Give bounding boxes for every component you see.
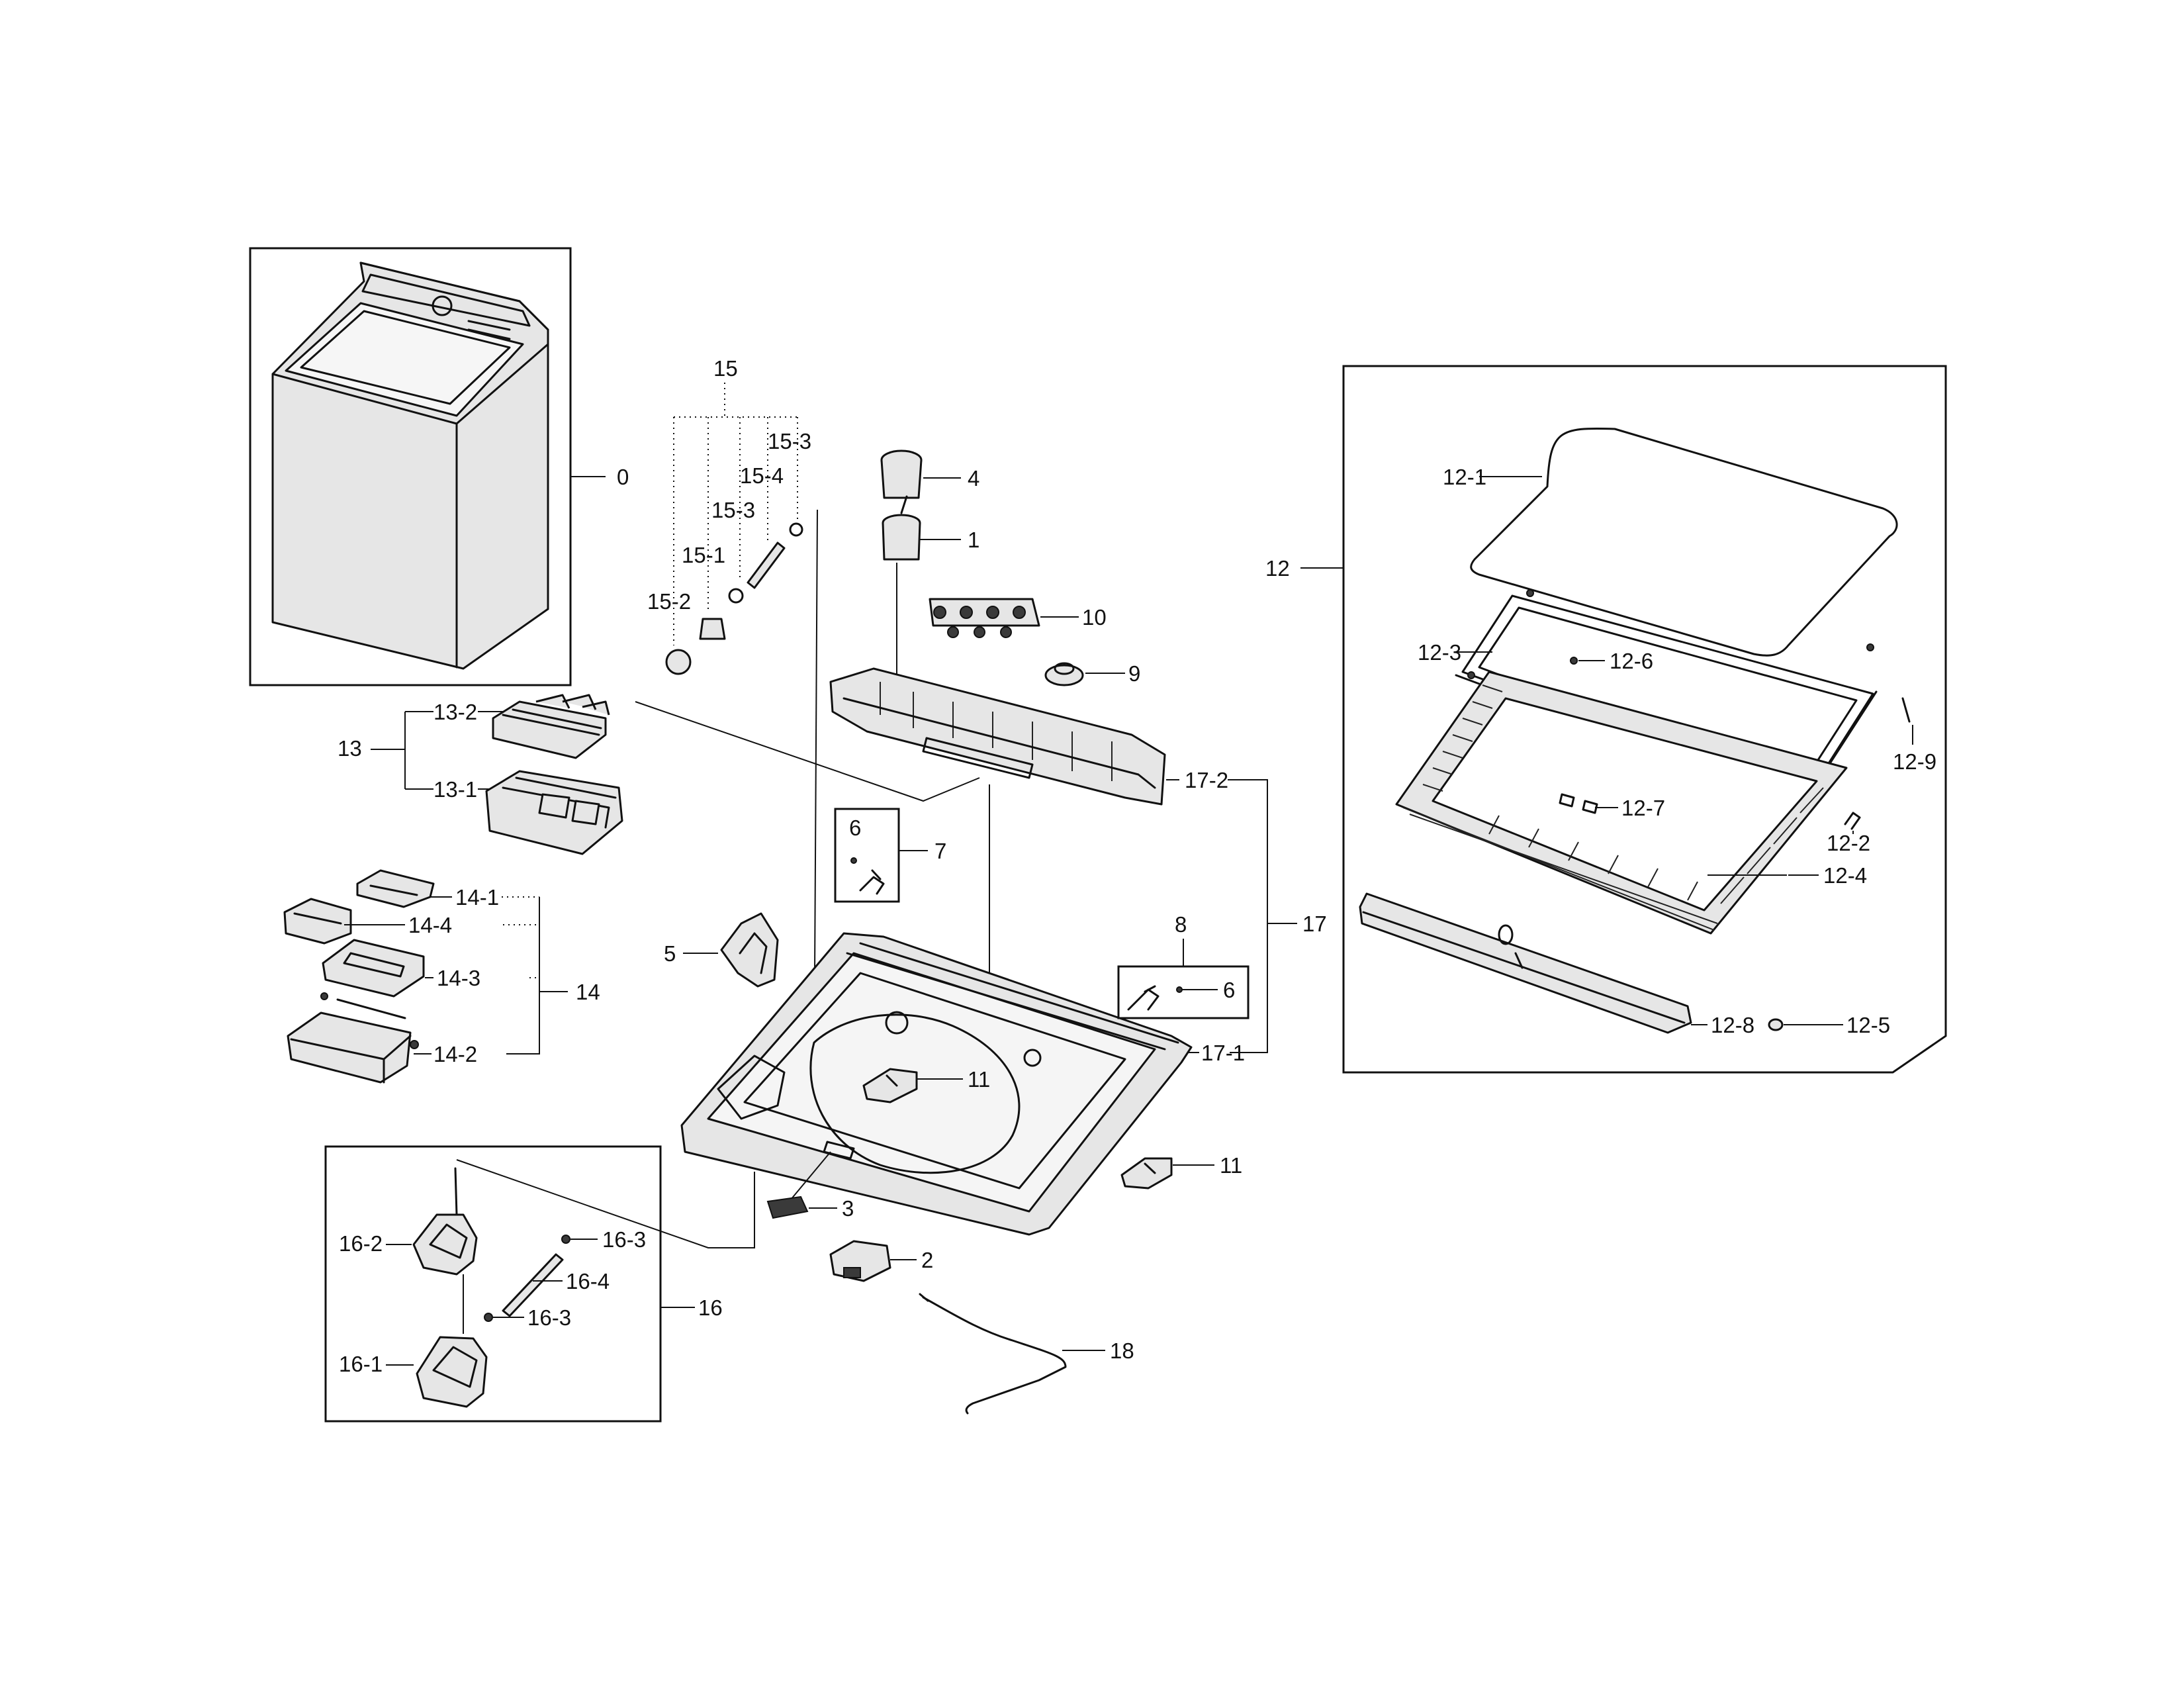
part-2-lid-lock-illustration [829,1240,891,1282]
callout-5: 5 [664,941,676,966]
callout-7: 7 [934,839,946,863]
part-3-latch-illustration [766,1196,809,1219]
part-10-valve-illustration [929,598,1040,638]
part-11-switch-upper-illustration [862,1068,918,1103]
callout-16-4: 16-4 [566,1269,610,1293]
part-5-bleach-cup-illustration [720,912,779,988]
part-12-9-pin [1901,697,1911,723]
part-14-3-tray-illustration [322,939,425,998]
callout-12-7: 12-7 [1621,796,1665,820]
callout-16-3-upper: 16-3 [602,1227,646,1252]
callout-1: 1 [968,528,979,552]
part-12-8-handle-trim-illustration [1359,892,1692,1034]
damper-parts-illustration [665,522,803,675]
callout-8: 8 [1175,912,1187,937]
callout-6-upper: 6 [849,816,861,840]
part-14-1-lid-illustration [356,869,435,908]
callout-9: 9 [1128,661,1140,686]
callout-11-lower: 11 [1220,1153,1242,1178]
callout-12-9: 12-9 [1893,749,1936,774]
part-17-2-control-frame-illustration [829,667,1166,806]
callout-12-3: 12-3 [1418,640,1461,665]
part-17-1-top-cover-illustration [680,932,1193,1236]
part-9-knob-illustration [1044,662,1084,686]
washer-assembly-box [249,247,572,686]
part-8-hinge-illustration [1127,985,1183,1011]
part-7-hinge-illustration [850,857,885,895]
callout-15-4: 15-4 [740,463,784,488]
callout-12: 12 [1265,556,1290,581]
callout-15: 15 [713,356,738,381]
part-12-4-door-grid-illustration [1395,671,1848,935]
callout-15-1: 15-1 [682,543,725,567]
callout-13-1: 13-1 [433,777,477,802]
callout-13: 13 [338,736,362,761]
callout-14-4: 14-4 [408,913,452,937]
part-16-2-upper-cup-illustration [412,1167,478,1276]
callout-15-3-bottom: 15-3 [711,498,755,522]
part-16-4-rod [502,1253,564,1317]
part-14-4-cover-illustration [283,898,352,945]
part-12-box [1342,365,1947,1074]
part-12-1-glass-lid-illustration [1470,427,1898,657]
callout-12-8: 12-8 [1711,1013,1754,1037]
part-8-box [1117,965,1250,1019]
part-4-cap-illustration [880,449,923,499]
callout-12-6: 12-6 [1610,649,1653,673]
callout-12-5: 12-5 [1846,1013,1890,1037]
callout-3: 3 [842,1196,854,1221]
callout-16-1: 16-1 [339,1352,383,1376]
part-11-switch-lower-illustration [1120,1157,1173,1190]
part-13-2-dispenser-cover-illustration [492,694,610,759]
callout-17-2: 17-2 [1185,768,1228,792]
washer-cabinet-illustration [271,261,549,670]
part-18-wire-harness-illustration [919,1293,1067,1415]
part-14-2-drawer-housing-illustration [287,992,419,1084]
callout-11-upper: 11 [968,1067,990,1092]
part-13-1-dispenser-drawer-illustration [485,770,623,855]
callout-16: 16 [698,1295,723,1320]
part-7-box [834,808,900,903]
callout-0: 0 [617,465,629,489]
part-16-box [324,1145,662,1423]
part-12-2-clip [1844,812,1861,830]
callout-16-3-lower: 16-3 [527,1305,571,1330]
callout-12-2: 12-2 [1827,831,1870,855]
part-16-1-lower-cup-illustration [416,1336,488,1408]
callout-13-2: 13-2 [433,700,477,724]
callout-15-2: 15-2 [647,589,691,614]
callout-14-1: 14-1 [455,885,499,910]
callout-14: 14 [576,980,600,1004]
part-1-sensor-illustration [882,495,921,561]
callout-14-2: 14-2 [433,1042,477,1066]
callout-18: 18 [1110,1338,1134,1363]
callout-10: 10 [1082,605,1107,630]
callout-17: 17 [1302,912,1327,936]
callout-17-1: 17-1 [1201,1041,1245,1065]
callout-16-2: 16-2 [339,1231,383,1256]
callout-2: 2 [921,1248,933,1272]
callout-12-4: 12-4 [1823,863,1867,888]
callout-12-1: 12-1 [1443,465,1486,489]
callout-4: 4 [968,466,979,491]
callout-14-3: 14-3 [437,966,480,990]
part-12-5-plug [1768,1018,1784,1031]
callout-15-3-top: 15-3 [768,429,811,453]
callout-6-lower: 6 [1223,978,1235,1002]
